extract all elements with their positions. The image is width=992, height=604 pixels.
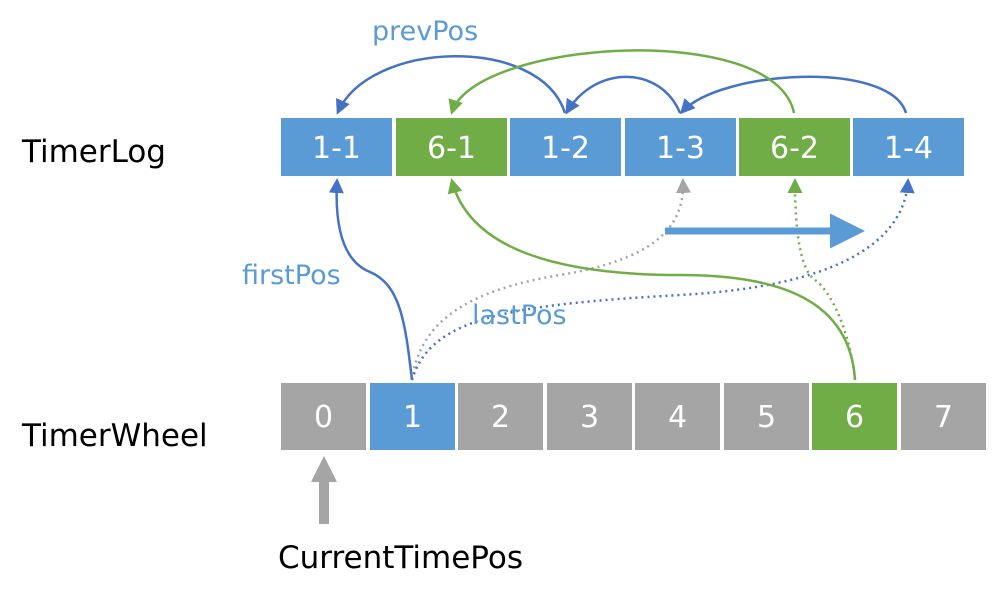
timer-log-cell-label: 1-4	[884, 131, 933, 166]
timer-wheel-slot-box	[899, 381, 988, 452]
prev-pos-arrow-1-3-to-1-2	[565, 75, 682, 115]
timer-wheel-slot-label: 6	[845, 400, 864, 435]
timer-wheel-slot: 5	[722, 381, 811, 452]
last-pos-label: lastPos	[472, 300, 567, 331]
timer-log-cell: 6-2	[737, 116, 852, 178]
first-pos-label: firstPos	[242, 260, 341, 291]
timer-wheel-slot-label: 0	[314, 400, 333, 435]
timer-log-label: TimerLog	[21, 134, 166, 170]
timer-wheel-slot-label: 3	[580, 400, 599, 435]
timer-log-cell-box	[508, 116, 623, 178]
timer-log-cell: 6-1	[394, 116, 509, 178]
timer-log-cell-label: 6-2	[770, 131, 819, 166]
timer-log-cell-label: 1-2	[541, 131, 590, 166]
timer-wheel-slot-label: 4	[668, 400, 687, 435]
current-time-arrow-shaft	[319, 480, 329, 524]
prev-pos-links	[336, 49, 908, 115]
timer-log-cell-box	[851, 116, 966, 178]
timer-log-cell-label: 1-1	[312, 131, 361, 166]
timer-wheel-slot: 3	[545, 381, 634, 452]
timer-wheel-slot-box	[810, 381, 899, 452]
timer-wheel-slot: 7	[899, 381, 988, 452]
timer-wheel-slot: 2	[456, 381, 545, 452]
timer-log-cell: 1-1	[279, 116, 394, 178]
current-time-arrow-head	[311, 456, 337, 482]
timer-log-cell-label: 1-3	[656, 131, 705, 166]
timer-log-cell: 1-4	[851, 116, 966, 178]
timer-wheel-slot-label: 5	[757, 400, 776, 435]
timer-log-cell: 1-2	[508, 116, 623, 178]
timer-wheel-row: 0 1 2 3 4 5 6 7	[279, 381, 988, 452]
timer-wheel-slot-box	[545, 381, 634, 452]
timer-wheel-slot: 6	[810, 381, 899, 452]
timer-log-cell-box	[394, 116, 509, 178]
timer-wheel-slot-box	[456, 381, 545, 452]
last-pos-arrow-slot-6	[787, 178, 857, 381]
timer-wheel-slot-box	[633, 381, 722, 452]
timer-wheel-slot: 0	[279, 381, 368, 452]
wheel-to-log-links	[328, 178, 915, 381]
timer-wheel-slot: 1	[368, 381, 457, 452]
timer-wheel-slot-box	[368, 381, 457, 452]
timer-wheel-slot-label: 2	[491, 400, 510, 435]
timer-log-cell-label: 6-1	[427, 131, 476, 166]
dotted-arrow-slot-1-to-1-3	[410, 178, 691, 381]
timer-wheel-slot-box	[279, 381, 368, 452]
timer-wheel-slot-box	[722, 381, 811, 452]
last-pos-arrow-slot-1	[410, 178, 915, 381]
prev-pos-arrow-6-2-to-6-1	[448, 49, 796, 115]
timer-wheel-slot: 4	[633, 381, 722, 452]
first-pos-arrow-slot-1	[328, 178, 414, 381]
prev-pos-label: prevPos	[372, 16, 478, 47]
current-time-pointer	[311, 456, 337, 524]
prev-pos-arrow-1-2-to-1-1	[336, 55, 567, 115]
timer-wheel-slot-label: 1	[403, 400, 422, 435]
timer-log-cell: 1-3	[623, 116, 738, 178]
timer-wheel-slot-label: 7	[934, 400, 953, 435]
current-time-pos-label: CurrentTimePos	[278, 540, 523, 576]
first-pos-arrow-slot-6	[447, 178, 857, 381]
timer-log-row: 1-1 6-1 1-2 1-3 6-2 1-4	[279, 116, 966, 178]
timer-log-cell-box	[279, 116, 394, 178]
timer-wheel-label: TimerWheel	[21, 418, 208, 454]
timer-log-cell-box	[737, 116, 852, 178]
prev-pos-arrow-1-4-to-1-3	[679, 75, 908, 115]
